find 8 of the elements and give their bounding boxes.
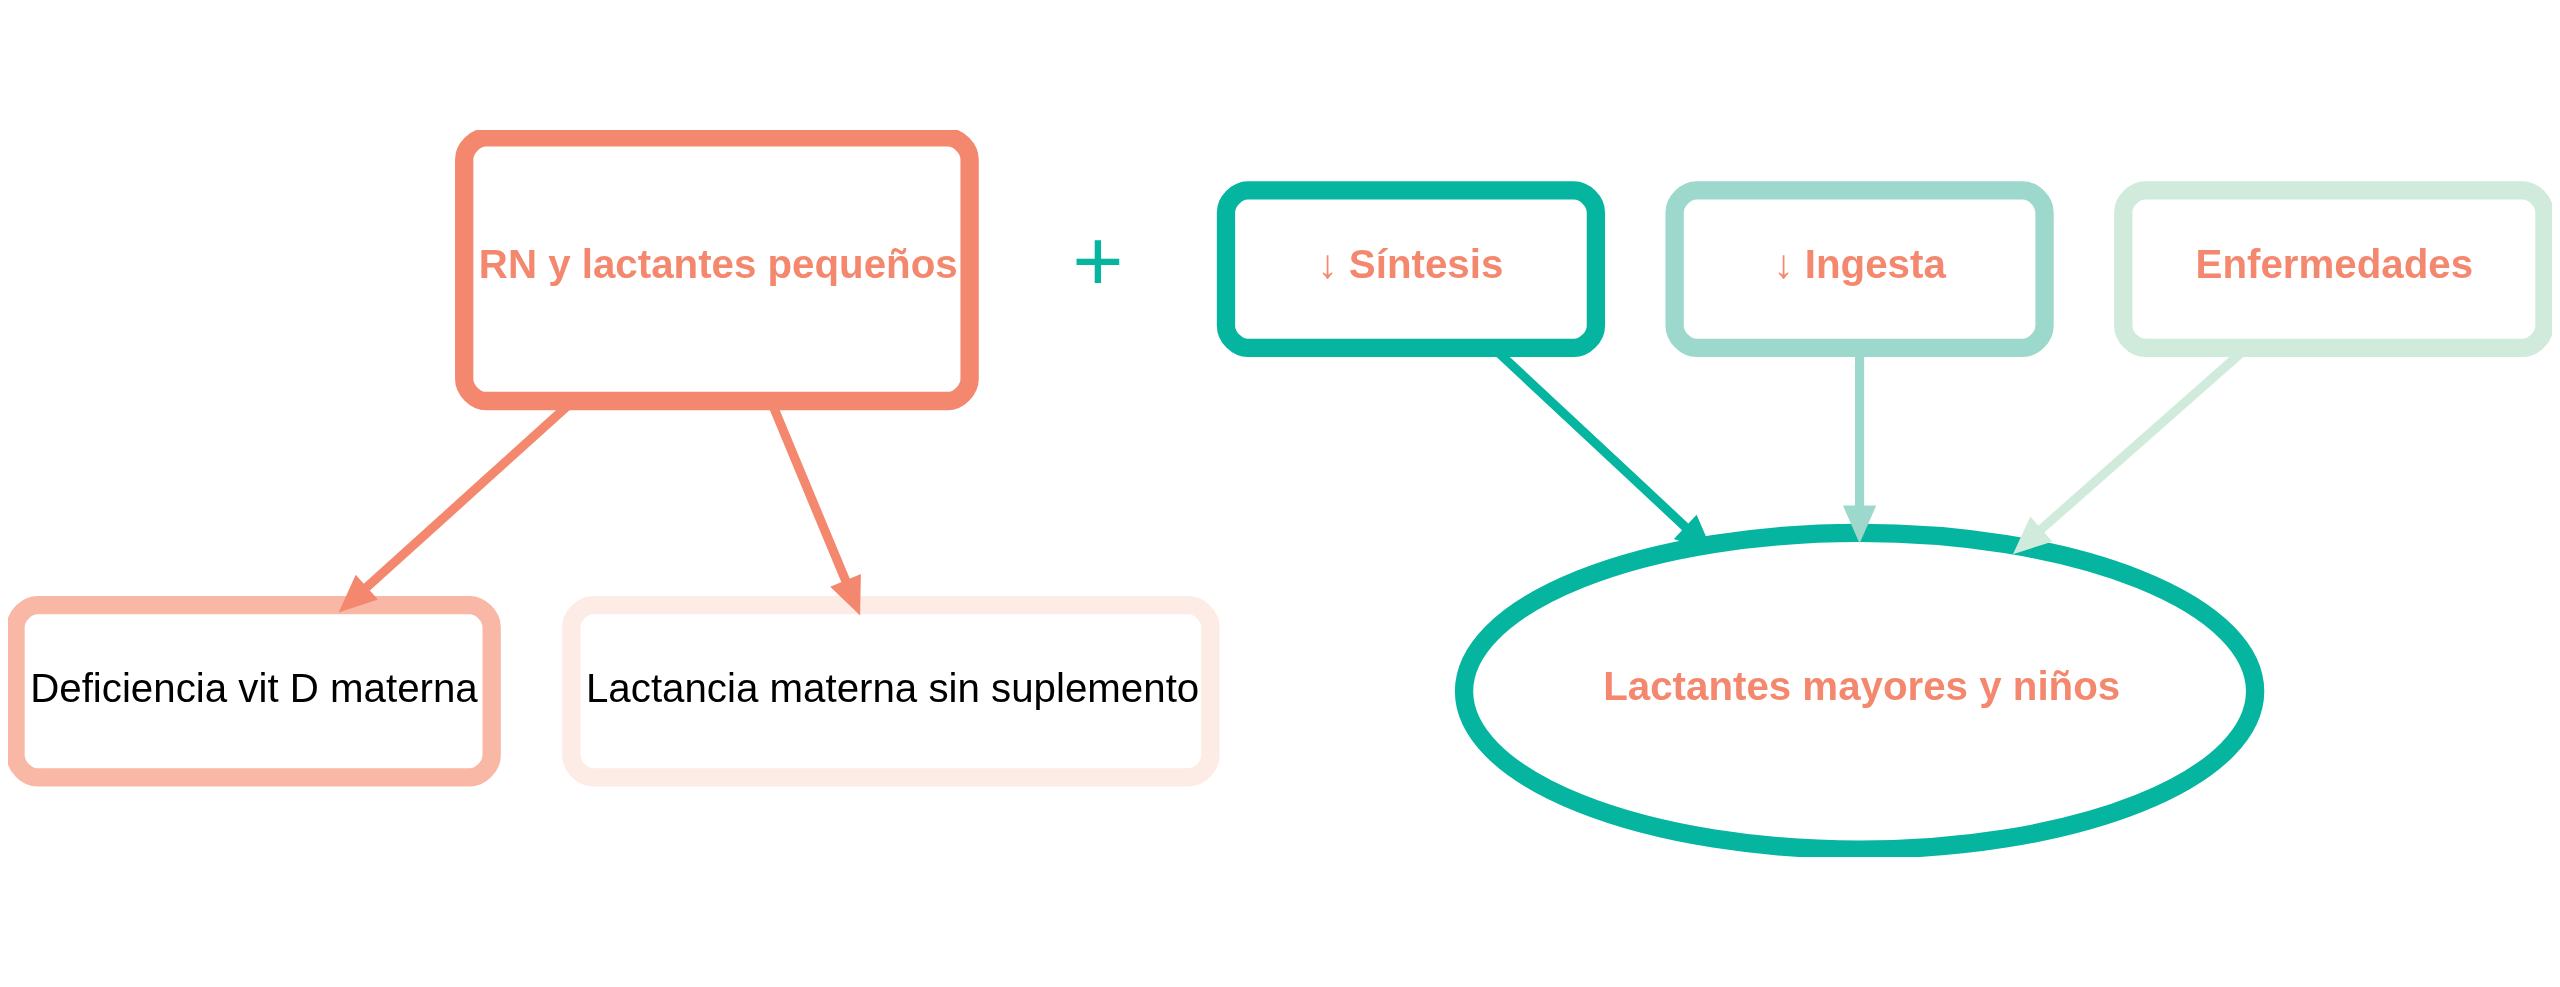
node-box: RN y lactantes pequeños: [455, 130, 979, 411]
node-box: ↓ Ingesta: [1665, 181, 2054, 358]
node-box: Deficiencia vit D materna: [8, 596, 501, 787]
label: +: [1072, 210, 1124, 310]
node-box: ↓ Síntesis: [1216, 181, 1606, 358]
node-ellipse: Lactantes mayores y niños: [1454, 523, 2265, 857]
node-box: Enfermedades: [2114, 181, 2552, 358]
node-box: Lactancia materna sin suplemento: [562, 596, 1220, 787]
